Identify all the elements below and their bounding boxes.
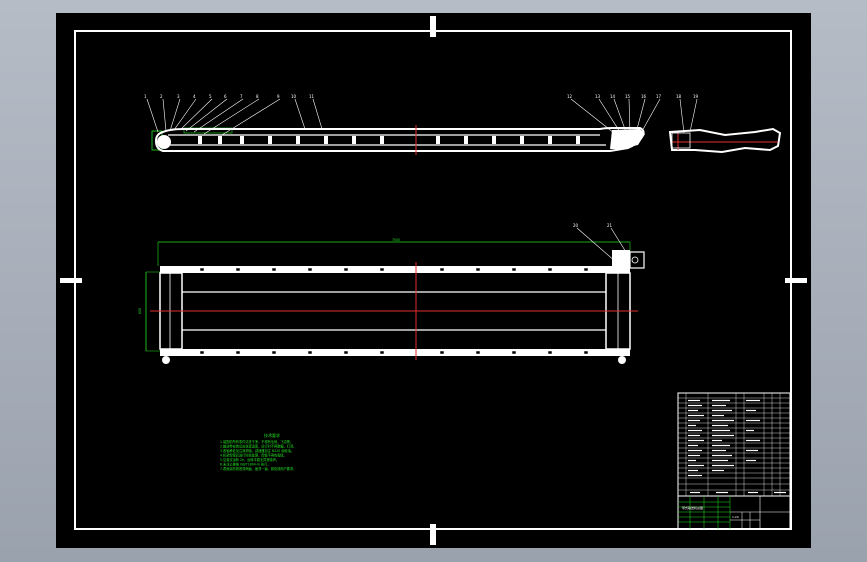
plan-leader-lines	[576, 227, 627, 263]
side-leader-lines-right	[570, 98, 661, 134]
plan-length-dimension-text: 7000	[392, 238, 400, 242]
side-leader-lines-left	[146, 98, 323, 136]
side-drive-unit	[610, 129, 645, 149]
plan-upper-side-frame	[160, 266, 630, 273]
balloon-label: 3	[177, 94, 180, 99]
note-line: 5.空载试运转 2h，运转平稳无异常噪声。	[220, 457, 279, 462]
side-idler	[198, 136, 202, 144]
title-block: 带式输送机总图 1:20	[677, 495, 791, 530]
balloon-label: 20	[573, 223, 579, 228]
balloon-label: 21	[607, 223, 613, 228]
side-idler	[380, 136, 384, 144]
side-idler	[296, 136, 300, 144]
plan-head-roller	[618, 356, 626, 364]
detail-outline	[668, 127, 782, 154]
note-line: 2.输送带安装后应张紧适度，运行时不得跑偏、打滑。	[220, 444, 296, 449]
plan-view: 7000 800	[138, 223, 645, 364]
plan-tail-roller	[162, 356, 170, 364]
side-idler	[520, 136, 524, 144]
plan-width-dimension-text: 800	[138, 308, 142, 314]
detail-leader-lines	[679, 98, 698, 134]
balloon-label: 8	[256, 94, 259, 99]
end-detail-view: 18 19	[668, 94, 782, 154]
plan-lower-side-frame	[160, 349, 630, 356]
balloon-label: 6	[224, 94, 227, 99]
centering-mark-top	[430, 16, 436, 37]
balloon-label: 19	[693, 94, 699, 99]
balloon-label: 13	[595, 94, 601, 99]
balloon-label: 17	[656, 94, 662, 99]
note-line: 3.各轴承处加注润滑脂，减速器加注 N220 齿轮油。	[220, 448, 294, 453]
side-balloons-left: 1 2 3 4 5 6 7 8 9 10 11	[144, 94, 315, 99]
note-line: 7.表面涂防锈底漆两遍，面漆一遍，颜色按用户要求。	[220, 466, 296, 471]
balloon-label: 10	[291, 94, 297, 99]
plan-drive-motor	[612, 250, 630, 272]
note-line: 1.装配前所有零件清洗干净，不得有毛刺、飞边等。	[220, 439, 293, 444]
side-idler	[268, 136, 272, 144]
side-idler	[576, 136, 580, 144]
balloon-label: 7	[240, 94, 243, 99]
note-line: 4.机架焊接后进行时效处理，焊缝不得有裂纹。	[220, 453, 287, 458]
technical-notes: 技术要求 1.装配前所有零件清洗干净，不得有毛刺、飞边等。 2.输送带安装后应张…	[220, 432, 296, 471]
side-idler	[548, 136, 552, 144]
title-block-green-grid	[678, 496, 731, 529]
side-idler	[436, 136, 440, 144]
side-idler	[240, 136, 244, 144]
side-elevation-view: 1 2 3 4 5 6 7 8 9 10 11 12 13 14 15 16 1…	[144, 94, 662, 155]
side-idler	[492, 136, 496, 144]
balloon-label: 15	[625, 94, 631, 99]
centering-marks	[60, 16, 807, 545]
plan-frame-marks	[199, 267, 589, 355]
balloon-label: 11	[309, 94, 315, 99]
centering-mark-bottom	[430, 524, 436, 545]
side-idler	[352, 136, 356, 144]
centering-mark-left	[60, 278, 82, 283]
side-balloons-right: 12 13 14 15 16 17	[567, 94, 662, 99]
title-block-frame	[677, 495, 791, 530]
side-idler	[464, 136, 468, 144]
balloon-label: 5	[209, 94, 212, 99]
balloon-label: 14	[610, 94, 616, 99]
balloon-label: 2	[160, 94, 163, 99]
side-idlers	[198, 136, 580, 144]
balloon-label: 1	[144, 94, 147, 99]
notes-title: 技术要求	[264, 432, 280, 438]
parts-list-text-marks	[688, 399, 786, 494]
drawing-scale: 1:20	[732, 515, 739, 519]
balloon-label: 9	[277, 94, 280, 99]
balloon-label: 18	[676, 94, 682, 99]
side-tail-pulley	[157, 135, 171, 149]
side-idler	[324, 136, 328, 144]
drawing-title: 带式输送机总图	[682, 505, 703, 510]
parts-list-table	[677, 392, 791, 497]
plan-reducer	[629, 251, 645, 269]
centering-mark-right	[785, 278, 807, 283]
balloon-label: 4	[193, 94, 196, 99]
side-idler	[218, 136, 222, 144]
detail-bearing-housing	[671, 132, 691, 149]
note-line: 6.未注公差按 GB/T1804-m 执行。	[220, 462, 271, 467]
balloon-label: 12	[567, 94, 573, 99]
balloon-label: 16	[641, 94, 647, 99]
